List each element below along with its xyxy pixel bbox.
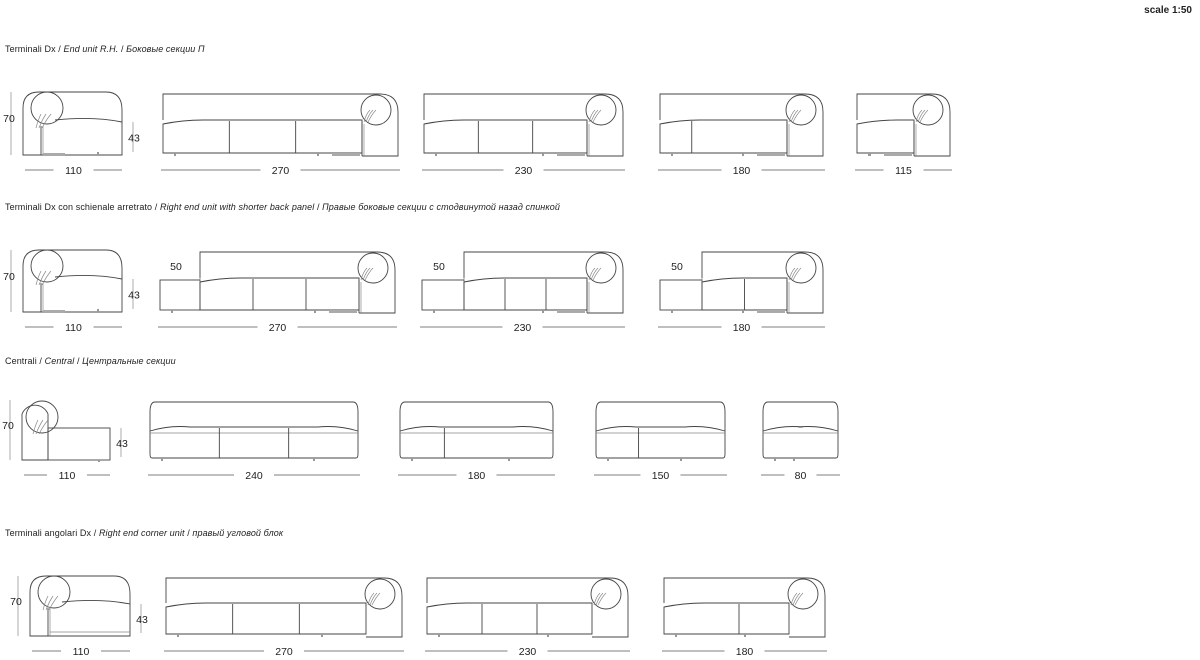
title-english: End unit R.H. xyxy=(63,44,119,54)
width-label: 270 xyxy=(272,165,290,177)
section-terminali-dx: 70 43 110 270 230 180 115 xyxy=(3,91,952,177)
title-english: Right end unit with shorter back panel xyxy=(159,202,315,212)
width-label: 270 xyxy=(269,322,287,334)
side-view: 70 43 110 xyxy=(10,575,148,658)
width-label: 230 xyxy=(514,322,532,334)
back-height-label: 50 xyxy=(433,261,445,273)
side-view: 70 43 110 xyxy=(3,249,140,334)
front-view-150: 150 xyxy=(594,401,727,482)
front-view-180: 180 xyxy=(662,577,827,658)
width-label: 180 xyxy=(468,470,486,482)
section-title: Terminali Dx / End unit R.H. / Боковые с… xyxy=(5,44,205,54)
width-label: 115 xyxy=(895,165,912,177)
side-view: 70 43 110 xyxy=(3,91,140,177)
title-russian: Центральные секции xyxy=(82,356,176,366)
width-label: 240 xyxy=(245,470,263,482)
width-label: 80 xyxy=(795,470,807,482)
seat-height-label: 43 xyxy=(116,438,128,450)
width-label: 180 xyxy=(736,646,754,658)
width-label: 110 xyxy=(65,322,82,334)
section-title: Terminali angolari Dx / Right end corner… xyxy=(5,528,284,538)
scale-label: scale 1:50 xyxy=(1144,5,1192,16)
front-view-180: 180 xyxy=(658,93,825,177)
front-view-240: 240 xyxy=(148,401,360,482)
width-label: 180 xyxy=(733,165,751,177)
front-view-180: 50 180 xyxy=(658,251,825,334)
width-label: 270 xyxy=(275,646,293,658)
title-russian: Правые боковые секции с стодвинутой наза… xyxy=(322,202,560,212)
title-italian: Terminali angolari Dx / xyxy=(5,528,99,538)
title-italian: Terminali Dx con schienale arretrato / xyxy=(5,202,160,212)
side-view: 70 43 110 xyxy=(2,400,128,482)
width-label: 110 xyxy=(73,646,90,658)
height-label: 70 xyxy=(3,113,15,125)
width-label: 230 xyxy=(515,165,533,177)
title-english: Central xyxy=(44,356,75,366)
section-centrali: 70 43 110 240 180 150 80 xyxy=(2,400,840,482)
section-title: Terminali Dx con schienale arretrato / R… xyxy=(5,202,560,212)
seat-height-label: 43 xyxy=(128,133,140,145)
seat-height-label: 43 xyxy=(128,290,140,302)
front-view-115: 115 xyxy=(855,93,952,177)
front-view-180: 180 xyxy=(398,401,555,482)
section-terminali-angolari-dx: 70 43 110 270 230 180 xyxy=(10,575,827,658)
width-label: 180 xyxy=(733,322,751,334)
title-english: Right end corner unit xyxy=(98,528,185,538)
front-view-80: 80 xyxy=(761,401,840,482)
width-label: 150 xyxy=(652,470,670,482)
height-label: 70 xyxy=(3,271,15,283)
height-label: 70 xyxy=(2,420,14,432)
back-height-label: 50 xyxy=(671,261,683,273)
front-view-270: 270 xyxy=(161,93,400,177)
front-view-230: 50 230 xyxy=(420,251,625,334)
title-italian: Centrali / xyxy=(5,356,45,366)
section-terminali-dx-schienale-arretrato: 70 43 110 50 270 50 230 50 180 xyxy=(3,249,825,334)
front-view-270: 270 xyxy=(164,577,404,658)
title-russian: правый угловой блок xyxy=(192,528,284,538)
front-view-230: 230 xyxy=(422,93,625,177)
height-label: 70 xyxy=(10,596,22,608)
seat-height-label: 43 xyxy=(136,614,148,626)
width-label: 110 xyxy=(59,470,76,482)
back-height-label: 50 xyxy=(170,261,182,273)
title-russian: Боковые секции П xyxy=(126,44,205,54)
front-view-230: 230 xyxy=(425,577,630,658)
width-label: 110 xyxy=(65,165,82,177)
width-label: 230 xyxy=(519,646,537,658)
front-view-270: 50 270 xyxy=(158,251,397,334)
section-title: Centrali / Central / Центральные секции xyxy=(5,356,176,366)
title-italian: Terminali Dx / xyxy=(5,44,64,54)
